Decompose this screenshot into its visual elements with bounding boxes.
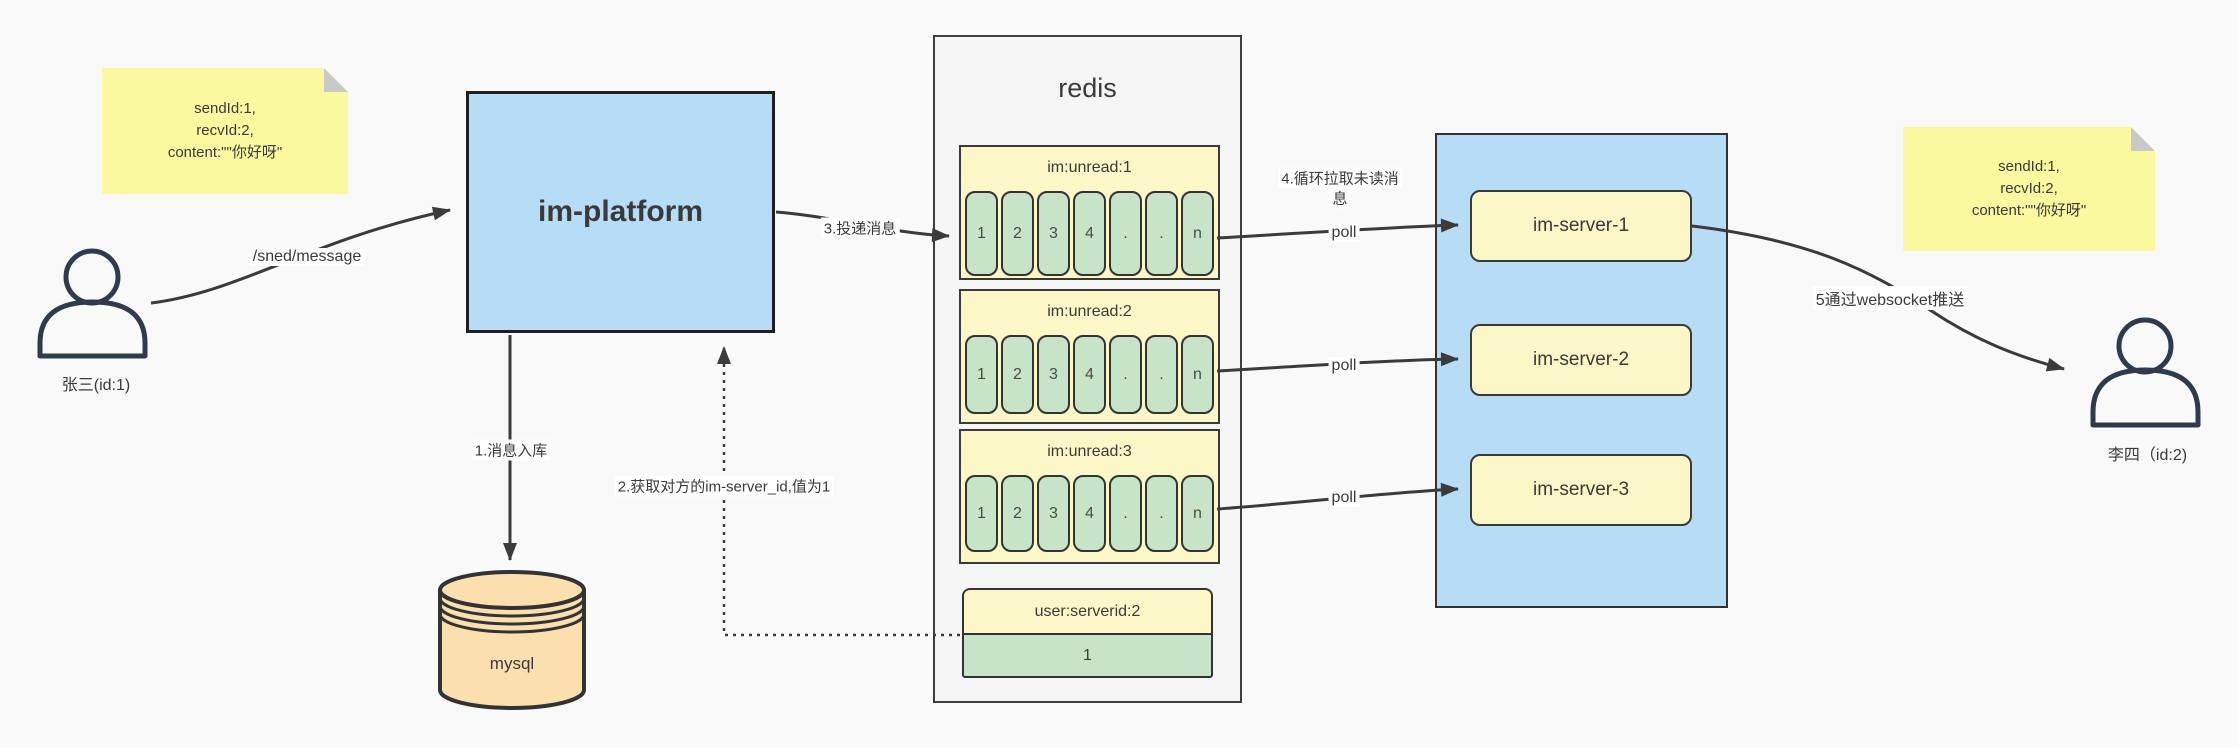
queue-cell: 4	[1073, 191, 1106, 276]
receiver-label: 李四（id:2)	[2107, 447, 2188, 464]
queue-cell: 1	[965, 475, 998, 552]
queue-cell: 2	[1001, 475, 1034, 552]
queue-cell: n	[1181, 475, 1214, 552]
queue-cell: 1	[965, 335, 998, 414]
edge-label-send: /sned/message	[249, 248, 365, 266]
redis-panel: redis im:unread:1 1 2 3 4 . . n im:unrea…	[933, 35, 1242, 703]
im-platform-node: im-platform	[466, 91, 775, 333]
queue-unread-1: im:unread:1 1 2 3 4 . . n	[959, 145, 1220, 280]
note-line: recvId:2,	[196, 122, 254, 139]
redis-title: redis	[1058, 73, 1117, 103]
note-line: content:""你好呀"	[167, 144, 283, 161]
queue-unread-3: im:unread:3 1 2 3 4 . . n	[959, 429, 1220, 564]
im-server-3-node: im-server-3	[1470, 454, 1692, 526]
queue-cell: .	[1109, 475, 1142, 552]
sender-label: 张三(id:1)	[61, 377, 131, 394]
queue-cell: .	[1145, 335, 1178, 414]
queue-cells: 1 2 3 4 . . n	[965, 335, 1214, 414]
queue-cells: 1 2 3 4 . . n	[965, 191, 1214, 276]
edge-label-deliver: 3.投递消息	[820, 217, 900, 239]
edge-label-poll-2: poll	[1328, 357, 1360, 375]
note-line: content:""你好呀"	[1971, 202, 2087, 219]
queue-cell: .	[1145, 191, 1178, 276]
edge-label-pull-line1: 4.循环拉取未读消	[1278, 167, 1402, 189]
queue-cell: .	[1145, 475, 1178, 552]
queue-name: im:unread:2	[1047, 303, 1132, 320]
im-platform-label: im-platform	[538, 195, 703, 228]
sticky-note-request: sendId:1, recvId:2, content:""你好呀"	[102, 68, 348, 194]
queue-cell: 3	[1037, 335, 1070, 414]
queue-cell: n	[1181, 335, 1214, 414]
im-server-2-node: im-server-2	[1470, 324, 1692, 396]
im-server-1-node: im-server-1	[1470, 190, 1692, 262]
queue-cells: 1 2 3 4 . . n	[965, 475, 1214, 552]
edge-label-store: 1.消息入库	[471, 439, 551, 461]
mysql-label: mysql	[489, 654, 535, 673]
queue-cell: 3	[1037, 475, 1070, 552]
queue-cell: 3	[1037, 191, 1070, 276]
user-icon-receiver	[2090, 317, 2201, 428]
queue-cell: 1	[965, 191, 998, 276]
queue-name: im:unread:1	[1047, 159, 1132, 176]
queue-cell: 2	[1001, 335, 1034, 414]
queue-cell: 2	[1001, 191, 1034, 276]
im-servers-panel: im-server-1 im-server-2 im-server-3	[1435, 133, 1728, 608]
edge-label-push: 5通过websocket推送	[1812, 286, 1968, 310]
queue-cell: 4	[1073, 335, 1106, 414]
user-serverid-box: user:serverid:2 1	[962, 588, 1213, 678]
queue-cell: .	[1109, 335, 1142, 414]
user-serverid-value: 1	[1083, 646, 1092, 664]
edge-label-poll-3: poll	[1328, 489, 1360, 507]
queue-unread-2: im:unread:2 1 2 3 4 . . n	[959, 289, 1220, 424]
queue-name: im:unread:3	[1047, 443, 1132, 460]
user-serverid-key: user:serverid:2	[964, 590, 1211, 635]
edge-label-poll-1: poll	[1328, 224, 1360, 242]
note-line: recvId:2,	[2000, 180, 2058, 197]
queue-cell: n	[1181, 191, 1214, 276]
edge-label-pull-line2: 息	[1329, 187, 1351, 209]
edge-label-fetch: 2.获取对方的im-server_id,值为1	[614, 475, 834, 497]
queue-cell: 4	[1073, 475, 1106, 552]
mysql-cylinder-icon	[438, 570, 586, 710]
sticky-note-push: sendId:1, recvId:2, content:""你好呀"	[1903, 127, 2155, 251]
note-line: sendId:1,	[194, 100, 256, 117]
note-line: sendId:1,	[1998, 158, 2060, 175]
user-icon-sender	[37, 248, 148, 359]
queue-cell: .	[1109, 191, 1142, 276]
